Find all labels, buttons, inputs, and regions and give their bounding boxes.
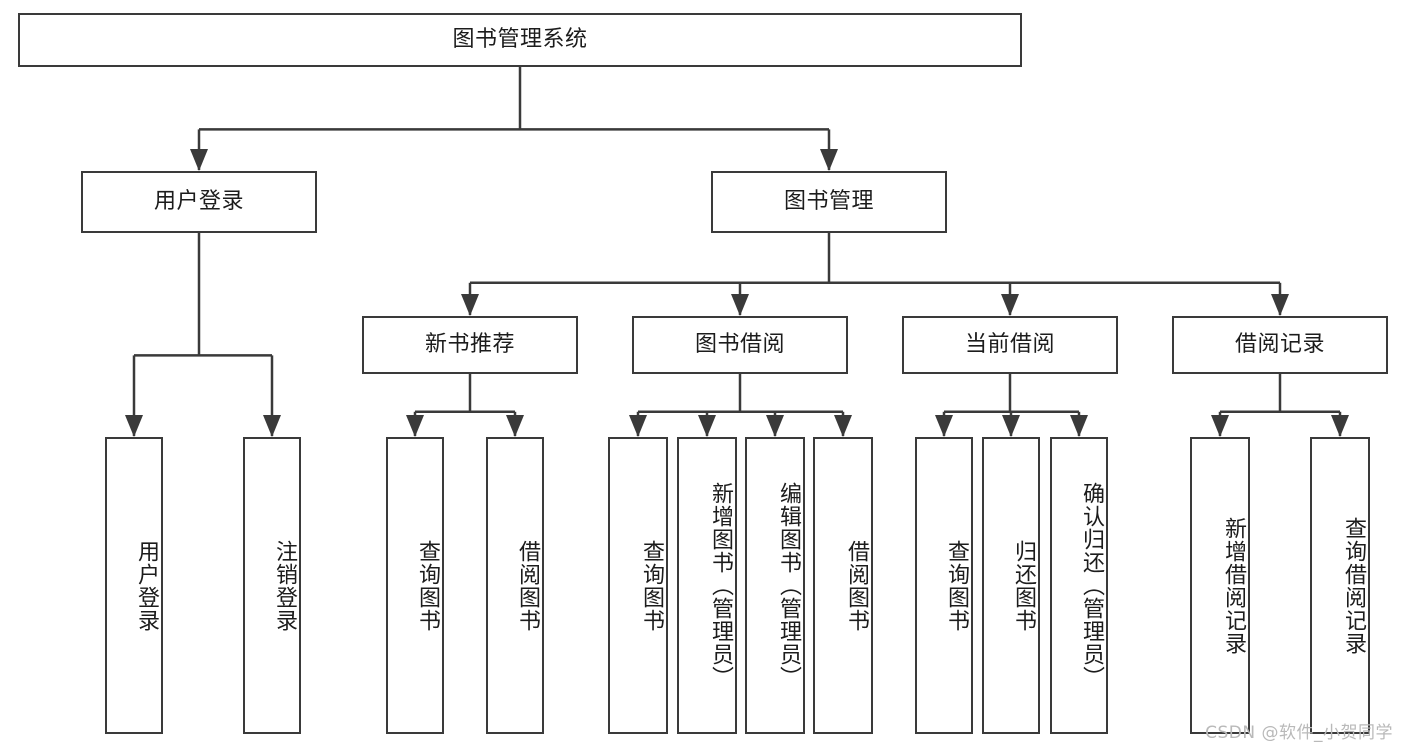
arrowhead-icon	[1271, 294, 1289, 316]
node-user-login[interactable]: 用户登录	[81, 171, 317, 233]
node-label: 当前借阅	[964, 331, 1055, 357]
arrowhead-icon	[1070, 415, 1088, 437]
node-label: 用户登录	[134, 539, 159, 632]
node-leaf-user-login[interactable]: 用户登录	[105, 437, 163, 734]
node-label: 新增图书（管理员）	[708, 482, 733, 689]
node-label: 查询图书	[944, 539, 969, 632]
node-leaf-add-book[interactable]: 新增图书（管理员）	[677, 437, 737, 734]
arrowhead-icon	[1001, 294, 1019, 316]
node-leaf-query-record[interactable]: 查询借阅记录	[1310, 437, 1370, 734]
node-label: 归还图书	[1011, 539, 1036, 632]
node-leaf-return-book[interactable]: 归还图书	[982, 437, 1040, 734]
arrowhead-icon	[766, 415, 784, 437]
arrowhead-icon	[731, 294, 749, 316]
node-label: 新增借阅记录	[1221, 516, 1246, 655]
node-label: 确认归还（管理员）	[1079, 482, 1104, 689]
node-book-borrow[interactable]: 图书借阅	[632, 316, 848, 374]
arrowhead-icon	[461, 294, 479, 316]
node-label: 用户登录	[153, 188, 244, 214]
node-leaf-edit-book[interactable]: 编辑图书（管理员）	[745, 437, 805, 734]
node-label: 借阅图书	[515, 539, 540, 632]
node-current-borrow[interactable]: 当前借阅	[902, 316, 1118, 374]
arrowhead-icon	[820, 149, 838, 171]
node-label: 图书管理系统	[452, 26, 588, 52]
arrowhead-icon	[1211, 415, 1229, 437]
node-label: 编辑图书（管理员）	[776, 482, 801, 689]
node-label: 注销登录	[272, 539, 297, 632]
node-root[interactable]: 图书管理系统	[18, 13, 1022, 67]
node-leaf-query-book-1[interactable]: 查询图书	[386, 437, 444, 734]
arrowhead-icon	[406, 415, 424, 437]
node-label: 借阅图书	[844, 539, 869, 632]
node-leaf-borrow-book-2[interactable]: 借阅图书	[813, 437, 873, 734]
node-leaf-query-book-2[interactable]: 查询图书	[608, 437, 668, 734]
node-label: 查询图书	[415, 539, 440, 632]
node-borrow-record[interactable]: 借阅记录	[1172, 316, 1388, 374]
node-book-admin[interactable]: 图书管理	[711, 171, 947, 233]
arrowhead-icon	[629, 415, 647, 437]
node-leaf-logout[interactable]: 注销登录	[243, 437, 301, 734]
arrowhead-icon	[698, 415, 716, 437]
arrowhead-icon	[1331, 415, 1349, 437]
node-label: 图书借阅	[694, 331, 785, 357]
arrowhead-icon	[263, 415, 281, 437]
node-label: 借阅记录	[1234, 331, 1325, 357]
node-label: 新书推荐	[424, 331, 515, 357]
arrowhead-icon	[125, 415, 143, 437]
arrowhead-icon	[506, 415, 524, 437]
node-leaf-confirm-return[interactable]: 确认归还（管理员）	[1050, 437, 1108, 734]
node-label: 查询借阅记录	[1341, 516, 1366, 655]
arrowhead-icon	[190, 149, 208, 171]
node-new-book-rec[interactable]: 新书推荐	[362, 316, 578, 374]
node-label: 图书管理	[783, 188, 874, 214]
arrowhead-icon	[935, 415, 953, 437]
node-label: 查询图书	[639, 539, 664, 632]
arrowhead-icon	[1002, 415, 1020, 437]
node-leaf-borrow-book-1[interactable]: 借阅图书	[486, 437, 544, 734]
node-leaf-query-book-3[interactable]: 查询图书	[915, 437, 973, 734]
node-leaf-add-record[interactable]: 新增借阅记录	[1190, 437, 1250, 734]
arrowhead-icon	[834, 415, 852, 437]
